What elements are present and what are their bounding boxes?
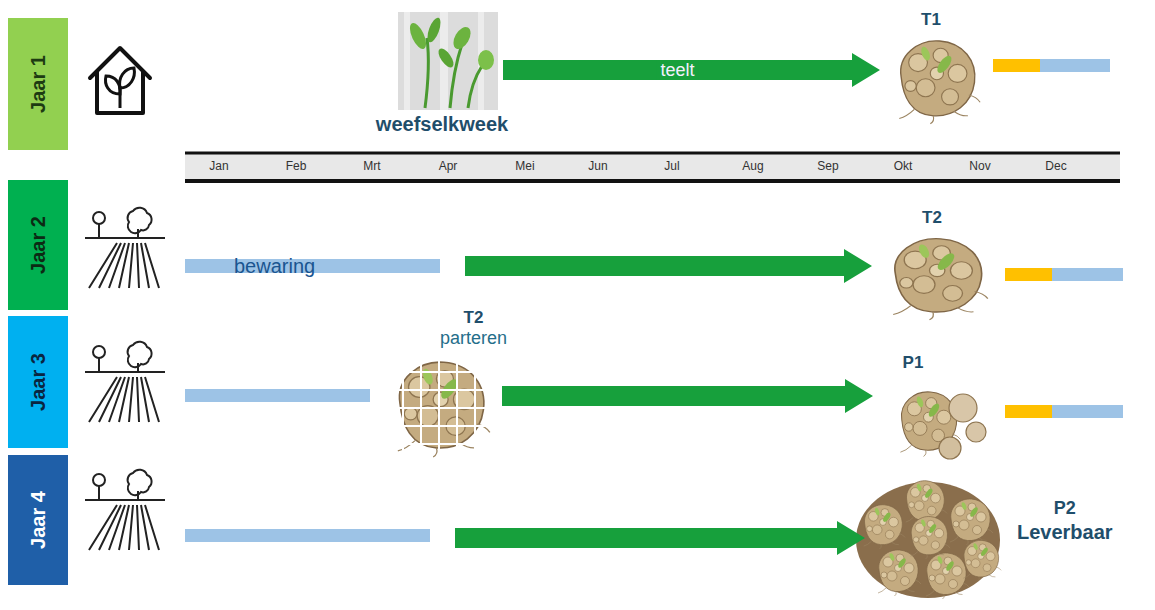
tuber-shape-use xyxy=(911,517,951,559)
greenhouse-icon xyxy=(90,48,150,113)
growth-arrow xyxy=(503,53,880,87)
month-label: Mrt xyxy=(363,160,380,174)
plantlet-photo-box: weefselkweek xyxy=(398,12,498,110)
stage-label: T1 xyxy=(921,10,941,30)
storage-bar xyxy=(185,389,370,402)
plant-stem xyxy=(425,38,482,108)
field-icon xyxy=(85,208,165,288)
stage-label: T2 xyxy=(922,208,942,228)
field-icon xyxy=(85,342,165,422)
year-label: Jaar 2 xyxy=(27,216,50,274)
plantlet-photo xyxy=(398,12,498,110)
plant-leaf xyxy=(436,46,457,70)
year-band: Jaar 1 xyxy=(8,18,68,150)
tuber-shape-use xyxy=(864,505,905,549)
stage-label: Leverbaar xyxy=(1017,520,1113,544)
caption-group: T2 xyxy=(922,208,942,228)
tuber-shape-use xyxy=(950,499,993,545)
year-band: Jaar 2 xyxy=(8,180,68,310)
harvest-bar xyxy=(1005,268,1052,281)
harvest-bar xyxy=(1005,405,1052,418)
caption-group: T1 xyxy=(921,10,941,30)
month-label: Okt xyxy=(894,160,913,174)
tuber-shape-use xyxy=(963,540,1001,581)
plant-leaf xyxy=(106,76,121,94)
tuber-photo-box: P1 xyxy=(888,375,990,465)
month-label: Dec xyxy=(1045,160,1066,174)
cut-tuber-photo-box: T2parteren xyxy=(385,352,492,455)
tuber-cluster-photo-box: P2Leverbaar xyxy=(850,468,1005,605)
stage-label: parteren xyxy=(440,328,507,350)
month-label: Apr xyxy=(439,160,458,174)
tuber-cluster-photo xyxy=(856,481,1001,599)
month-label: Jul xyxy=(664,160,679,174)
stage-label: P2 xyxy=(1017,498,1113,520)
stage-label: P1 xyxy=(903,353,924,373)
caption-group: P1 xyxy=(903,353,924,373)
tuber-photo-box: T2 xyxy=(880,230,990,318)
stage-label: T2 xyxy=(440,308,507,328)
plant-leaf xyxy=(450,24,474,52)
tuber-photo xyxy=(900,392,986,459)
tuber-photo xyxy=(899,41,980,124)
photo-stripe xyxy=(404,12,410,110)
month-label: Feb xyxy=(286,160,307,174)
axis-line xyxy=(185,179,1120,183)
growth-arrow xyxy=(502,379,873,413)
month-label: Nov xyxy=(969,160,990,174)
tuber-shape-use xyxy=(926,553,969,599)
tuber-photo xyxy=(398,362,490,457)
tuber-photo-box: T1 xyxy=(888,32,982,122)
plant-leaf xyxy=(120,68,135,88)
field-icon xyxy=(85,470,165,550)
tuber-photo xyxy=(893,239,988,320)
growth-arrow xyxy=(455,521,865,555)
caption-group: weefselkweek xyxy=(376,112,508,136)
caption-group: T2parteren xyxy=(440,308,507,350)
tuber-bulb xyxy=(949,394,977,422)
month-label: Jan xyxy=(209,160,228,174)
month-label: Aug xyxy=(742,160,763,174)
plant-leaf xyxy=(425,16,443,44)
tuber-bulb xyxy=(966,422,986,442)
stage-label: weefselkweek xyxy=(376,112,508,136)
month-label: Mei xyxy=(515,160,534,174)
month-label: Sep xyxy=(817,160,838,174)
growth-arrow xyxy=(465,249,872,283)
caption-group: P2Leverbaar xyxy=(1017,498,1113,544)
arrow-label: teelt xyxy=(656,60,698,80)
storage-bar xyxy=(1040,59,1110,72)
storage-bar xyxy=(185,529,430,542)
year-label: Jaar 3 xyxy=(27,353,50,411)
axis-line xyxy=(185,152,1120,155)
year-label: Jaar 4 xyxy=(27,491,50,549)
year-band: Jaar 3 xyxy=(8,316,68,448)
storage-bar xyxy=(1052,405,1123,418)
month-axis xyxy=(185,153,1120,180)
phase-label: bewaring xyxy=(185,252,440,280)
harvest-bar xyxy=(993,59,1040,72)
photo-ground xyxy=(398,12,498,110)
tuber-shape-use xyxy=(878,550,921,596)
plant-leaf xyxy=(407,21,430,51)
year-label: Jaar 1 xyxy=(27,55,50,113)
month-label: Jun xyxy=(588,160,607,174)
storage-bar xyxy=(1052,268,1123,281)
cutting-grid xyxy=(387,354,490,453)
storage-bar-box: bewaring xyxy=(185,252,440,280)
year-band: Jaar 4 xyxy=(8,455,68,585)
tuber-bulb xyxy=(939,437,961,459)
plant-leaf xyxy=(478,50,494,70)
